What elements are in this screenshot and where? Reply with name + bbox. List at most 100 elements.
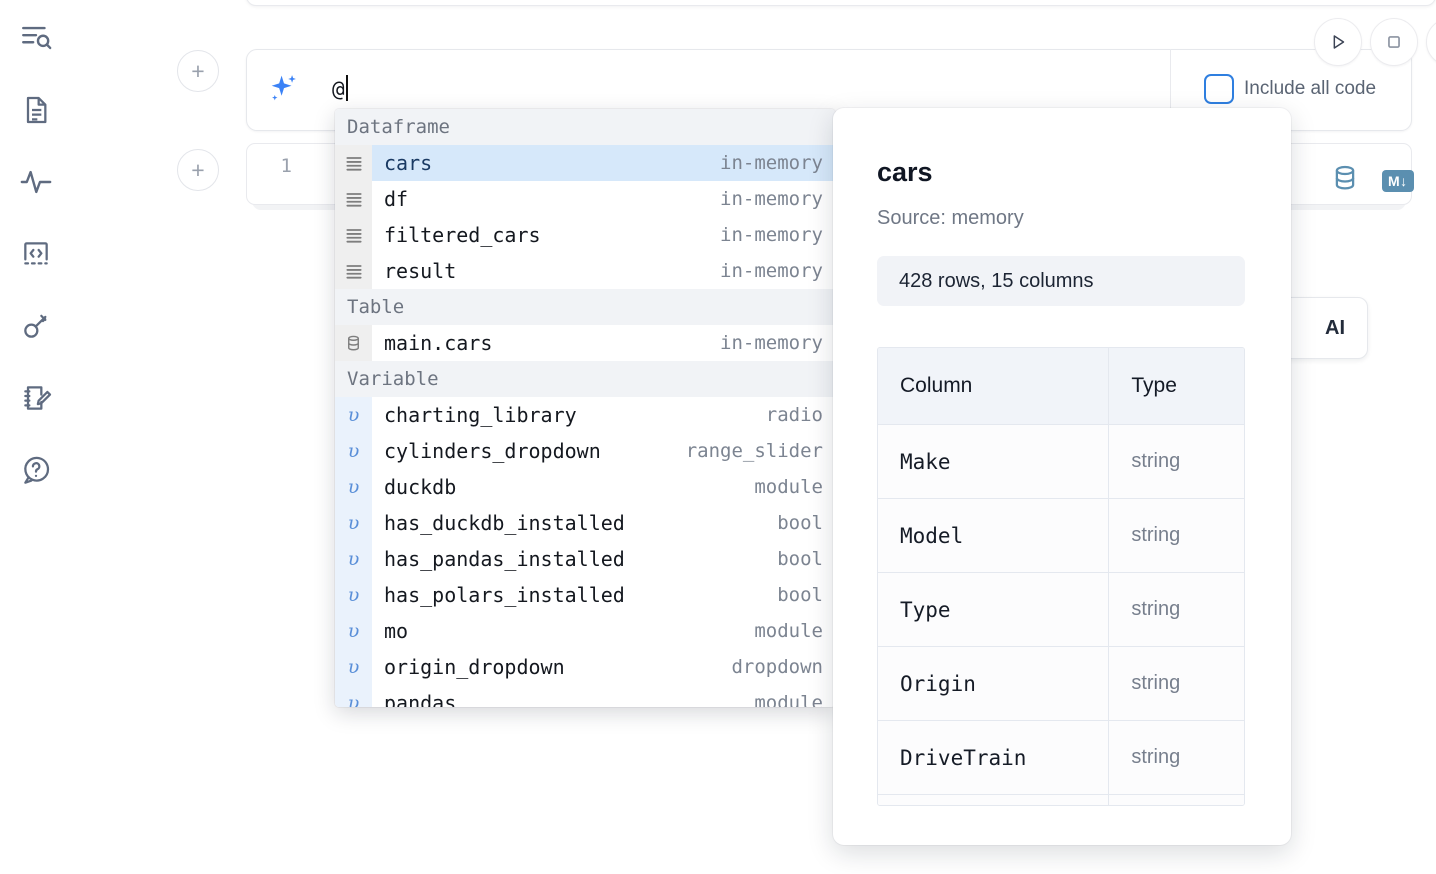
autocomplete-item-meta: radio	[765, 404, 823, 426]
autocomplete-item-meta: bool	[777, 548, 823, 570]
autocomplete-item-meta: bool	[777, 584, 823, 606]
add-cell-button-top[interactable]: +	[177, 50, 219, 92]
table-cell-column: Make	[878, 425, 1110, 498]
autocomplete-item-meta: in-memory	[720, 260, 823, 282]
autocomplete-item-name: duckdb	[384, 475, 457, 499]
run-button[interactable]	[1314, 18, 1362, 66]
include-all-code-control[interactable]: Include all code	[1204, 74, 1376, 104]
variable-icon: υ	[335, 397, 372, 433]
ai-prompt-text: @	[332, 77, 345, 101]
autocomplete-section-header: Dataframe	[335, 109, 835, 145]
autocomplete-item[interactable]: df in-memory	[335, 181, 835, 217]
autocomplete-item-name: main.cars	[384, 331, 493, 355]
autocomplete-item-name: has_duckdb_installed	[384, 511, 625, 535]
autocomplete-item-name: cylinders_dropdown	[384, 439, 601, 463]
autocomplete-item-meta: range_slider	[685, 440, 823, 462]
autocomplete-item[interactable]: filtered_cars in-memory	[335, 217, 835, 253]
table-row: Origin string	[878, 647, 1244, 721]
autocomplete-item-name: pandas	[384, 691, 457, 707]
autocomplete-item-name: origin_dropdown	[384, 655, 565, 679]
table-cell-type: string	[1131, 598, 1181, 620]
more-options-button[interactable]	[1426, 18, 1436, 66]
add-cell-button-bottom[interactable]: +	[177, 149, 219, 191]
database-icon[interactable]	[1330, 163, 1360, 198]
ai-prompt-input[interactable]: @	[332, 68, 1152, 110]
preview-source: Source: memory	[877, 207, 1024, 229]
sparkles-icon	[266, 72, 300, 106]
document-icon[interactable]	[14, 88, 58, 132]
dataframe-icon	[335, 253, 372, 289]
autocomplete-item-name: charting_library	[384, 403, 577, 427]
markdown-icon[interactable]: M↓	[1382, 169, 1414, 192]
variable-icon: υ	[335, 613, 372, 649]
key-icon[interactable]	[14, 304, 58, 348]
variable-icon: υ	[335, 433, 372, 469]
table-cell-column: Model	[878, 499, 1110, 572]
autocomplete-item-meta: bool	[777, 512, 823, 534]
dataframe-preview-panel: cars Source: memory 428 rows, 15 columns…	[833, 108, 1291, 845]
autocomplete-item-meta: in-memory	[720, 224, 823, 246]
autocomplete-item-name: cars	[384, 151, 433, 175]
file-explorer-icon[interactable]	[14, 16, 58, 60]
variable-icon: υ	[335, 649, 372, 685]
include-all-code-label: Include all code	[1244, 78, 1377, 99]
autocomplete-item-meta: module	[754, 692, 823, 707]
dataframe-icon	[335, 145, 372, 181]
autocomplete-item[interactable]: main.cars in-memory	[335, 325, 835, 361]
table-row: MinPricenumber	[878, 795, 1244, 805]
table-header-row: Column Type	[878, 348, 1244, 425]
autocomplete-item-meta: in-memory	[720, 188, 823, 210]
database-icon	[335, 325, 372, 361]
autocomplete-item[interactable]: υ cylinders_dropdown range_slider	[335, 433, 835, 469]
preview-shape-badge: 428 rows, 15 columns	[877, 256, 1245, 306]
autocomplete-item-meta: in-memory	[720, 152, 823, 174]
table-cell-type: string	[1131, 450, 1181, 472]
autocomplete-item[interactable]: υ has_pandas_installed bool	[335, 541, 835, 577]
table-cell-type: string	[1131, 672, 1181, 694]
autocomplete-item-name: has_pandas_installed	[384, 547, 625, 571]
autocomplete-item-name: df	[384, 187, 409, 211]
column-header-type: Type	[1131, 374, 1177, 397]
table-cell-type: number	[1109, 795, 1244, 805]
generate-with-ai-label: AI	[1325, 316, 1345, 339]
include-all-code-checkbox[interactable]	[1204, 74, 1234, 104]
cell-toolbar: M↓	[1330, 163, 1414, 198]
variable-icon: υ	[335, 541, 372, 577]
variable-icon: υ	[335, 469, 372, 505]
column-header-column: Column	[878, 348, 1110, 424]
scratchpad-icon[interactable]	[14, 376, 58, 420]
text-caret	[345, 75, 348, 101]
autocomplete-section-header: Variable	[335, 361, 835, 397]
dataframe-icon	[335, 181, 372, 217]
table-cell-type: string	[1131, 524, 1181, 546]
table-row: Type string	[878, 573, 1244, 647]
autocomplete-item-meta: in-memory	[720, 332, 823, 354]
stop-button[interactable]	[1370, 18, 1418, 66]
autocomplete-item-meta: module	[754, 476, 823, 498]
previous-cell-card	[246, 0, 1436, 6]
table-cell-column: DriveTrain	[878, 721, 1110, 794]
cell-divider	[1170, 49, 1171, 131]
dataframe-icon	[335, 217, 372, 253]
autocomplete-item-name: has_polars_installed	[384, 583, 625, 607]
help-icon[interactable]	[14, 448, 58, 492]
activity-icon[interactable]	[14, 160, 58, 204]
autocomplete-item[interactable]: υ charting_library radio	[335, 397, 835, 433]
autocomplete-item-name: filtered_cars	[384, 223, 541, 247]
code-snippets-icon[interactable]	[14, 232, 58, 276]
variable-icon: υ	[335, 685, 372, 707]
autocomplete-item-name: mo	[384, 619, 409, 643]
code-line-number: 1	[280, 155, 292, 177]
table-cell-column: Origin	[878, 647, 1110, 720]
table-cell-column: Type	[878, 573, 1110, 646]
autocomplete-item[interactable]: cars in-memory	[335, 145, 835, 181]
